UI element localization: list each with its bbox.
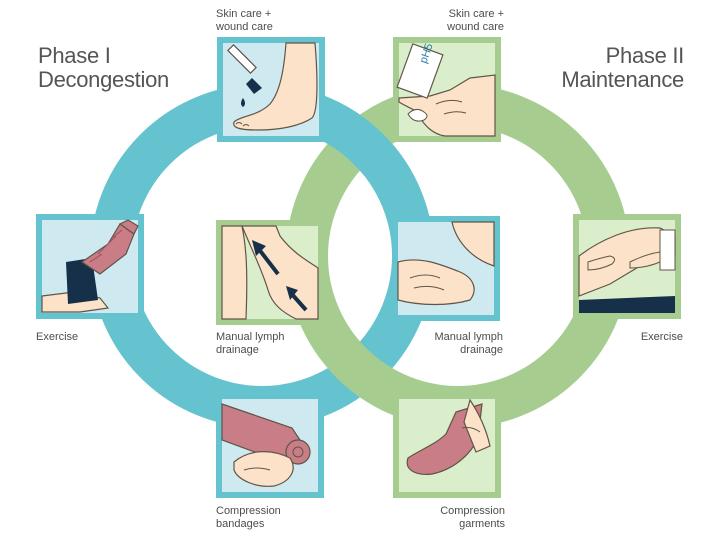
phase2-title: Phase II Maintenance: [561, 44, 684, 92]
label-skin-care-2-line1: Skin care +: [448, 8, 504, 20]
phase1-title-line1: Phase I: [38, 43, 111, 68]
skin-care-cream-icon: pH5: [396, 42, 496, 137]
label-mld-1-line2: drainage: [216, 344, 259, 356]
panel-skin-care-1: [217, 37, 325, 142]
label-exercise-2-text: Exercise: [640, 331, 683, 343]
panel-exercise-1: [36, 214, 144, 319]
panel-mld-2: [392, 216, 500, 321]
label-mld-2: Manual lymph drainage: [420, 331, 503, 357]
label-bandages: Compression bandages: [216, 505, 281, 531]
label-skin-care-1-line1: Skin care +: [216, 8, 272, 20]
lymph-drainage-hands-icon: [397, 221, 495, 306]
skin-care-brush-icon: [227, 42, 318, 131]
lymph-drainage-arrows-icon: [221, 225, 319, 320]
panel-skin-care-2: pH5: [393, 37, 501, 142]
label-mld-1-line1: Manual lymph: [216, 331, 285, 343]
panel-bandages: [216, 393, 324, 498]
label-exercise-2: Exercise: [600, 331, 683, 344]
exercise-leg-icon: [578, 227, 676, 313]
exercise-bandaged-leg-icon: [41, 219, 139, 313]
label-garments: Compression garments: [420, 505, 505, 531]
label-skin-care-2-line2: wound care: [447, 21, 504, 33]
phase1-title-line2: Decongestion: [38, 67, 169, 92]
panel-exercise-2: [573, 214, 681, 319]
label-bandages-line2: bandages: [216, 518, 265, 530]
label-skin-care-1-line2: wound care: [216, 21, 273, 33]
phase2-title-line2: Maintenance: [561, 67, 684, 92]
phase1-title: Phase I Decongestion: [38, 44, 169, 92]
compression-garment-icon: [406, 398, 491, 475]
label-garments-line1: Compression: [440, 505, 505, 517]
label-skin-care-2: Skin care + wound care: [420, 8, 504, 34]
label-exercise-1-text: Exercise: [36, 331, 79, 343]
label-skin-care-1: Skin care + wound care: [216, 8, 273, 34]
phase2-title-line1: Phase II: [605, 43, 685, 68]
label-mld-2-line2: drainage: [460, 344, 503, 356]
panel-garments: [393, 393, 501, 498]
label-garments-line2: garments: [459, 518, 505, 530]
compression-bandage-icon: [221, 403, 311, 487]
label-mld-2-line1: Manual lymph: [434, 331, 503, 343]
label-bandages-line1: Compression: [216, 505, 281, 517]
panel-mld-1: [216, 220, 324, 325]
label-exercise-1: Exercise: [36, 331, 78, 344]
label-mld-1: Manual lymph drainage: [216, 331, 284, 357]
